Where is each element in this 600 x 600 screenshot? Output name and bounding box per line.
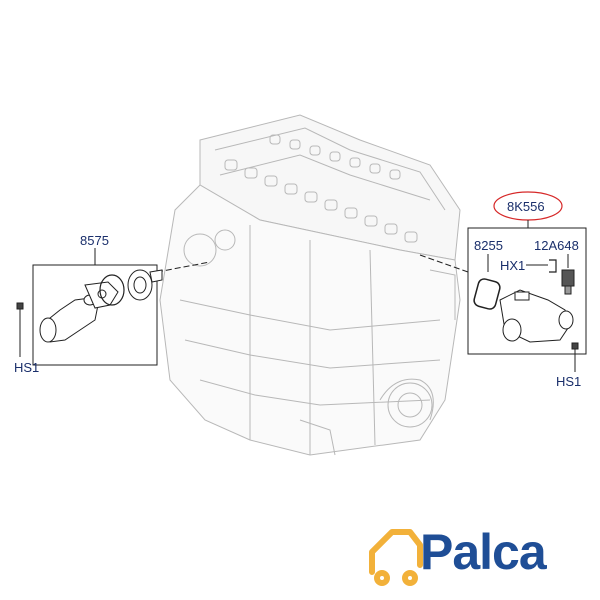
sensor-12A648-part bbox=[561, 269, 575, 295]
label-hs1-right: HS1 bbox=[556, 374, 581, 389]
label-8K556: 8K556 bbox=[507, 199, 545, 214]
label-8255: 8255 bbox=[474, 238, 503, 253]
clip-hx1-icon bbox=[549, 259, 557, 273]
thermostat-housing-group bbox=[16, 248, 211, 366]
gasket-8255-part bbox=[473, 278, 501, 310]
gasket-ring-left bbox=[99, 274, 125, 306]
label-12A648: 12A648 bbox=[534, 238, 579, 253]
label-hs1-left: HS1 bbox=[14, 360, 39, 375]
palca-logo-text: Palca bbox=[420, 524, 547, 580]
engine-block-illustration bbox=[159, 114, 461, 456]
label-8575: 8575 bbox=[80, 233, 109, 248]
right-group-box bbox=[467, 227, 587, 355]
label-hx1: HX1 bbox=[500, 258, 525, 273]
palca-car-logo-icon bbox=[369, 529, 423, 586]
thermostat-part bbox=[127, 269, 163, 301]
bolt-hs1-right-icon bbox=[571, 342, 579, 356]
thermostat-housing-part bbox=[39, 281, 119, 343]
bolt-hs1-left-icon bbox=[16, 302, 24, 318]
outlet-assembly-group bbox=[419, 191, 587, 372]
outlet-housing-part bbox=[499, 289, 574, 343]
